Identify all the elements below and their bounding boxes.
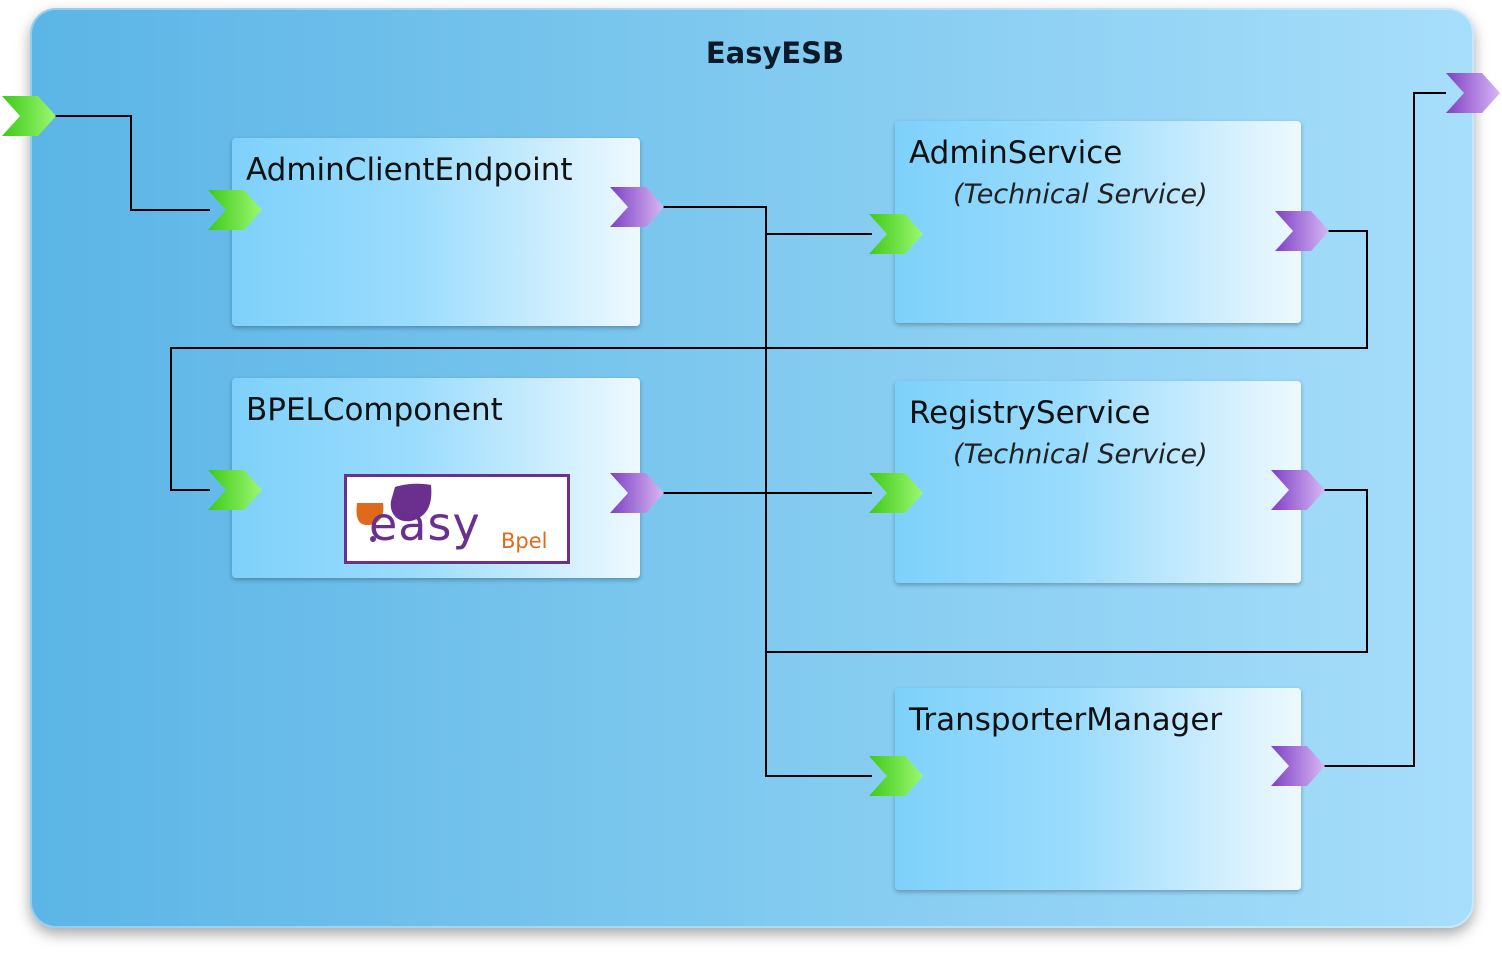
logo-text-bpel: Bpel (501, 529, 548, 553)
component-name: BPELComponent (246, 392, 503, 428)
registry-input-port-icon[interactable] (869, 473, 923, 513)
transporter-output-port-icon[interactable] (1271, 746, 1325, 786)
external-input-port-icon[interactable] (2, 96, 56, 136)
admin-service-input-port-icon[interactable] (869, 214, 923, 254)
transporter-input-port-icon[interactable] (869, 756, 923, 796)
component-name: RegistryService (909, 395, 1151, 431)
easybpel-logo: easy Bpel (344, 474, 570, 564)
esb-title: EasyESB (705, 36, 845, 70)
admin-client-input-port-icon[interactable] (208, 190, 262, 230)
component-registry-service[interactable]: RegistryService (Technical Service) (895, 381, 1301, 583)
admin-client-output-port-icon[interactable] (610, 187, 664, 227)
component-transporter-manager[interactable]: TransporterManager (895, 688, 1301, 890)
logo-text-easy: easy (369, 497, 481, 551)
bpel-output-port-icon[interactable] (610, 473, 664, 513)
external-output-port-icon[interactable] (1446, 73, 1500, 113)
admin-service-output-port-icon[interactable] (1275, 211, 1329, 251)
component-name: AdminService (909, 135, 1123, 171)
component-admin-client-endpoint[interactable]: AdminClientEndpoint (232, 138, 640, 326)
component-admin-service[interactable]: AdminService (Technical Service) (895, 121, 1301, 323)
component-subtitle: (Technical Service) (953, 439, 1208, 470)
component-name: TransporterManager (909, 702, 1223, 738)
component-subtitle: (Technical Service) (953, 179, 1208, 210)
registry-output-port-icon[interactable] (1271, 470, 1325, 510)
bpel-input-port-icon[interactable] (208, 470, 262, 510)
component-name: AdminClientEndpoint (246, 152, 573, 188)
